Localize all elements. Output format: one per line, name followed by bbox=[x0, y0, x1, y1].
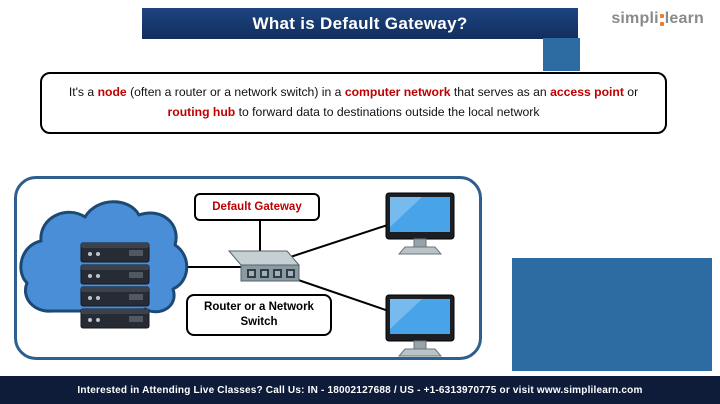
decorative-blue-bar-top bbox=[543, 38, 580, 71]
default-gateway-label-text: Default Gateway bbox=[212, 201, 302, 213]
definition-seg2: (often a router or a network switch) in … bbox=[126, 85, 345, 100]
footer-message: Interested in Attending Live Classes? Ca… bbox=[77, 384, 537, 396]
footer-bar: Interested in Attending Live Classes? Ca… bbox=[0, 376, 720, 404]
definition-seg5: to forward data to destinations outside … bbox=[235, 105, 540, 119]
definition-term-routing-hub: routing hub bbox=[167, 105, 236, 119]
default-gateway-label: Default Gateway bbox=[194, 193, 320, 221]
simplilearn-logo: simpli learn bbox=[611, 10, 704, 28]
definition-term-node: node bbox=[97, 85, 127, 100]
footer-text: Interested in Attending Live Classes? Ca… bbox=[77, 385, 642, 396]
logo-text-right: learn bbox=[664, 10, 704, 27]
diagram-canvas bbox=[19, 192, 455, 357]
definition-term-access-point: access point bbox=[550, 85, 624, 100]
logo-text-left: simpli bbox=[611, 10, 659, 27]
definition-seg3: that serves as an bbox=[450, 85, 551, 100]
computer-monitor-top-icon bbox=[385, 192, 455, 255]
definition-box: It's a node (often a router or a network… bbox=[40, 72, 667, 134]
network-switch-icon bbox=[227, 250, 301, 282]
network-diagram: Default Gateway Router or a Network Swit… bbox=[14, 176, 482, 360]
footer-website[interactable]: www.simplilearn.com bbox=[536, 384, 643, 396]
title-banner: What is Default Gateway? bbox=[142, 8, 578, 39]
logo-flame-icon bbox=[659, 13, 664, 26]
computer-monitor-bottom-icon bbox=[385, 294, 455, 357]
router-switch-label: Router or a Network Switch bbox=[186, 294, 332, 336]
router-switch-label-text: Router or a Network Switch bbox=[204, 301, 314, 328]
definition-seg4: or bbox=[623, 85, 639, 100]
page-title: What is Default Gateway? bbox=[252, 13, 468, 33]
decorative-blue-rect-bottom-right bbox=[512, 258, 712, 371]
definition-seg1: It's a bbox=[68, 85, 98, 100]
definition-term-computer-network: computer network bbox=[344, 85, 451, 100]
server-stack-icon bbox=[80, 242, 150, 329]
definition-text: It's a node (often a router or a network… bbox=[64, 83, 643, 122]
